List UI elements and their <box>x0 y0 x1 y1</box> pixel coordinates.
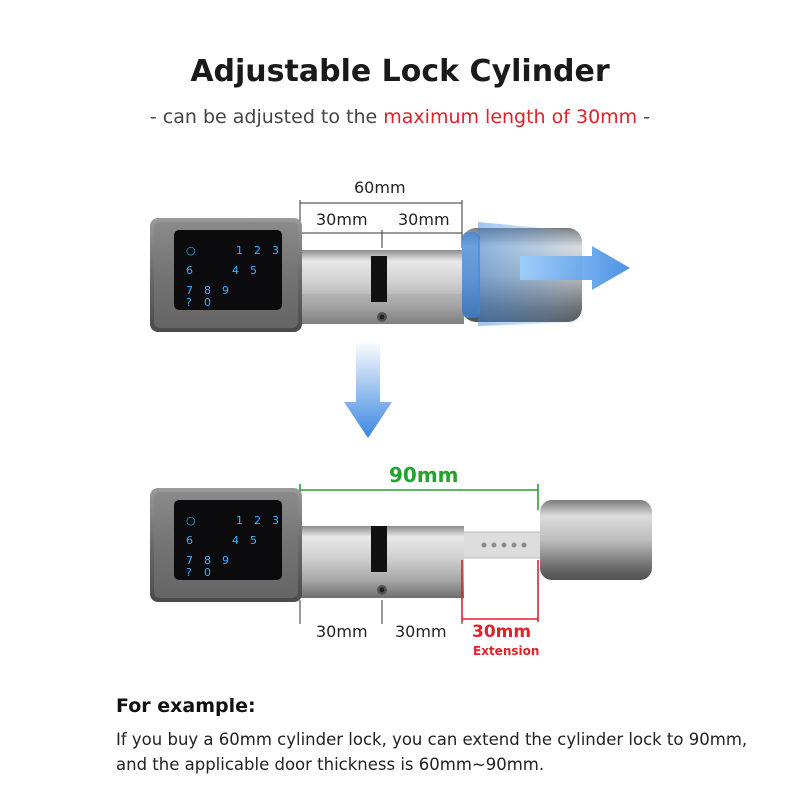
svg-text:6: 6 <box>186 534 193 547</box>
subtitle-prefix: - can be adjusted to the <box>149 106 384 128</box>
top-keypad-panel <box>174 230 282 310</box>
svg-text:0: 0 <box>204 566 211 579</box>
svg-text:3: 3 <box>272 244 279 257</box>
svg-text:○: ○ <box>186 514 196 527</box>
green-dimension-lines <box>299 484 539 528</box>
svg-text:?: ? <box>186 296 192 309</box>
bottom-total-label: 90mm <box>389 463 459 487</box>
svg-text:○: ○ <box>186 244 196 257</box>
bottom-lock: ○ 1 2 3 4 5 6 7 8 9 ? 0 <box>150 484 652 624</box>
top-left-label: 30mm <box>316 210 368 229</box>
svg-text:5: 5 <box>250 264 257 277</box>
down-arrow-icon <box>344 340 392 438</box>
svg-text:0: 0 <box>204 296 211 309</box>
bottom-knob <box>540 500 652 580</box>
example-line-2: and the applicable door thickness is 60m… <box>116 755 545 774</box>
top-right-label: 30mm <box>398 210 450 229</box>
svg-text:3: 3 <box>272 514 279 527</box>
svg-text:4: 4 <box>232 534 239 547</box>
page-title: Adjustable Lock Cylinder <box>190 54 610 89</box>
svg-text:9: 9 <box>222 554 229 567</box>
svg-text:8: 8 <box>204 284 211 297</box>
bottom-cam-slot <box>371 526 387 572</box>
svg-text:9: 9 <box>222 284 229 297</box>
bottom-dimension-lines <box>299 600 463 624</box>
svg-text:6: 6 <box>186 264 193 277</box>
svg-text:1: 1 <box>236 514 243 527</box>
svg-text:4: 4 <box>232 264 239 277</box>
subtitle-highlight: maximum length of 30mm <box>383 106 638 128</box>
svg-text:?: ? <box>186 566 192 579</box>
example-line-1: If you buy a 60mm cylinder lock, you can… <box>116 730 748 749</box>
red-extension-lines <box>461 560 539 622</box>
svg-text:8: 8 <box>204 554 211 567</box>
svg-text:2: 2 <box>254 514 261 527</box>
svg-text:7: 7 <box>186 284 193 297</box>
svg-text:5: 5 <box>250 534 257 547</box>
example-heading: For example: <box>116 695 256 717</box>
extension-sub-label: Extension <box>473 644 540 658</box>
top-cam-slot <box>371 256 387 302</box>
bottom-keypad-keys: ○ 1 2 3 4 5 6 7 8 9 ? 0 <box>186 514 279 579</box>
right-arrow-icon <box>520 246 630 290</box>
page-subtitle: - can be adjusted to the maximum length … <box>0 106 800 128</box>
extension-label: 30mm <box>472 622 532 642</box>
extension-holes <box>481 542 527 548</box>
bottom-keypad-panel <box>174 500 282 580</box>
top-lock: ○ 1 2 3 4 5 6 7 8 9 ? 0 <box>150 200 630 332</box>
subtitle-suffix: - <box>637 106 651 128</box>
top-total-label: 60mm <box>354 178 406 197</box>
svg-text:7: 7 <box>186 554 193 567</box>
bottom-right-label: 30mm <box>395 622 447 641</box>
top-keypad-keys: ○ 1 2 3 4 5 6 7 8 9 ? 0 <box>186 244 279 309</box>
svg-text:1: 1 <box>236 244 243 257</box>
bottom-left-label: 30mm <box>316 622 368 641</box>
svg-text:2: 2 <box>254 244 261 257</box>
